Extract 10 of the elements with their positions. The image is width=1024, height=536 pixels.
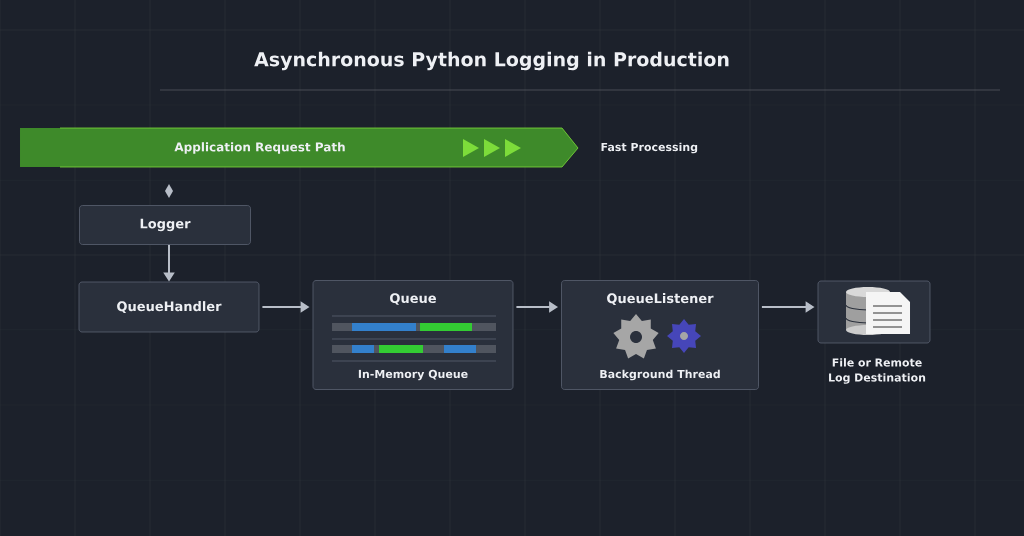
- node-label: QueueListener: [607, 293, 714, 305]
- node-label: File or Remote Log Destination: [829, 358, 926, 384]
- side-label: Fast Processing: [601, 142, 698, 154]
- process-box: QueueHandler: [78, 281, 260, 333]
- node-label: Queue: [390, 293, 436, 305]
- node-label: In-Memory Queue: [358, 369, 468, 381]
- listener-box: QueueListener Background Thread: [561, 280, 759, 390]
- node-label: Background Thread: [600, 369, 720, 381]
- process-box: Logger: [79, 205, 251, 245]
- title: Asynchronous Python Logging in Production: [254, 51, 729, 71]
